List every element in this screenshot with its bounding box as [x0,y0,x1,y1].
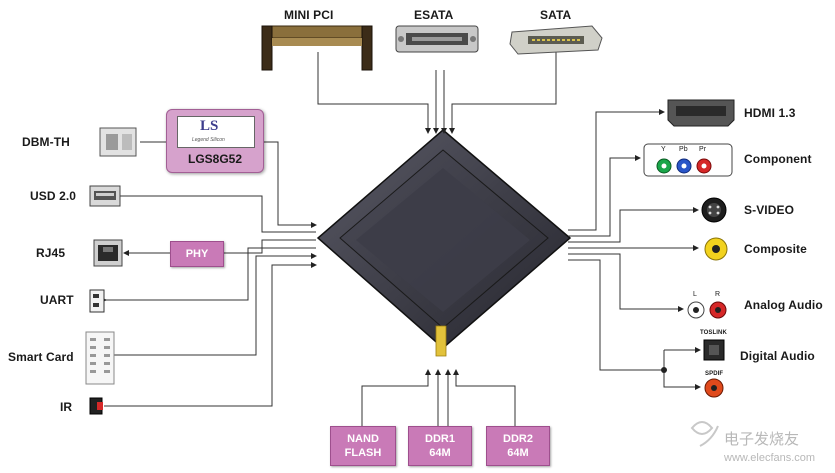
esata-label: ESATA [414,8,454,22]
hdmi-label: HDMI 1.3 [744,106,796,120]
phy-label: PHY [185,248,209,260]
watermark-url: www.elecfans.com [724,452,816,464]
rj45-icon [93,239,123,267]
smart-card-label: Smart Card [8,350,74,364]
soc-chip [316,129,572,357]
mini-pci-icon [261,25,373,71]
component-icon [643,143,733,177]
sata-label: SATA [540,8,572,22]
uart-icon [89,289,105,313]
analog-audio-icon [687,301,727,319]
bottom-lines [361,369,516,426]
analog-r-label: R [715,291,721,298]
ddr1-label: DDR1 [425,433,455,445]
ddr1-size-label: 64M [429,447,451,459]
flash-label: FLASH [344,447,382,459]
mini-pci-label: MINI PCI [284,8,334,22]
nand-flash-box: NAND FLASH [330,426,396,466]
ir-icon [89,397,103,415]
esata-icon [395,25,479,53]
left-lines [101,141,317,407]
s-video-icon [701,197,727,223]
ls-logo: LS [200,118,219,134]
dbm-th-icon [99,127,137,157]
right-lines [568,109,701,390]
component-y-label: Y [661,146,666,153]
phy-box: PHY [170,241,224,267]
usb-icon [89,185,121,207]
composite-label: Composite [744,242,807,256]
spdif-label: SPDIF [705,371,724,377]
toslink-icon [703,339,725,361]
nand-label: NAND [347,433,379,445]
sata-icon [509,25,603,55]
component-label: Component [744,152,812,166]
dbm-th-label: DBM-TH [22,135,70,149]
watermark-logo [690,421,719,447]
component-pb-label: Pb [679,146,688,153]
uart-label: UART [40,293,74,307]
analog-l-label: L [693,291,697,298]
lgs8g52-chip-box: LS Legend Silicon LGS8G52 [166,109,264,173]
toslink-label: TOSLINK [700,330,727,336]
ddr2-box: DDR2 64M [486,426,550,466]
ls-logo-subtitle: Legend Silicon [192,137,225,143]
ddr1-box: DDR1 64M [408,426,472,466]
s-video-label: S-VIDEO [744,203,795,217]
top-lines [317,52,557,134]
rj45-label: RJ45 [36,246,66,260]
analog-audio-label: Analog Audio [744,298,823,312]
spdif-icon [704,378,724,398]
ddr2-size-label: 64M [507,447,529,459]
ls-logo-panel: LS Legend Silicon [177,116,255,148]
hdmi-icon [667,99,735,127]
ddr2-label: DDR2 [503,433,533,445]
composite-icon [704,237,728,261]
component-pr-label: Pr [699,146,707,153]
ir-label: IR [60,400,73,414]
digital-audio-label: Digital Audio [740,349,815,363]
smart-card-icon [85,331,115,385]
watermark-cn: 电子发烧友 [724,431,800,448]
usd-label: USD 2.0 [30,189,77,203]
lgs8g52-label: LGS8G52 [187,152,243,166]
